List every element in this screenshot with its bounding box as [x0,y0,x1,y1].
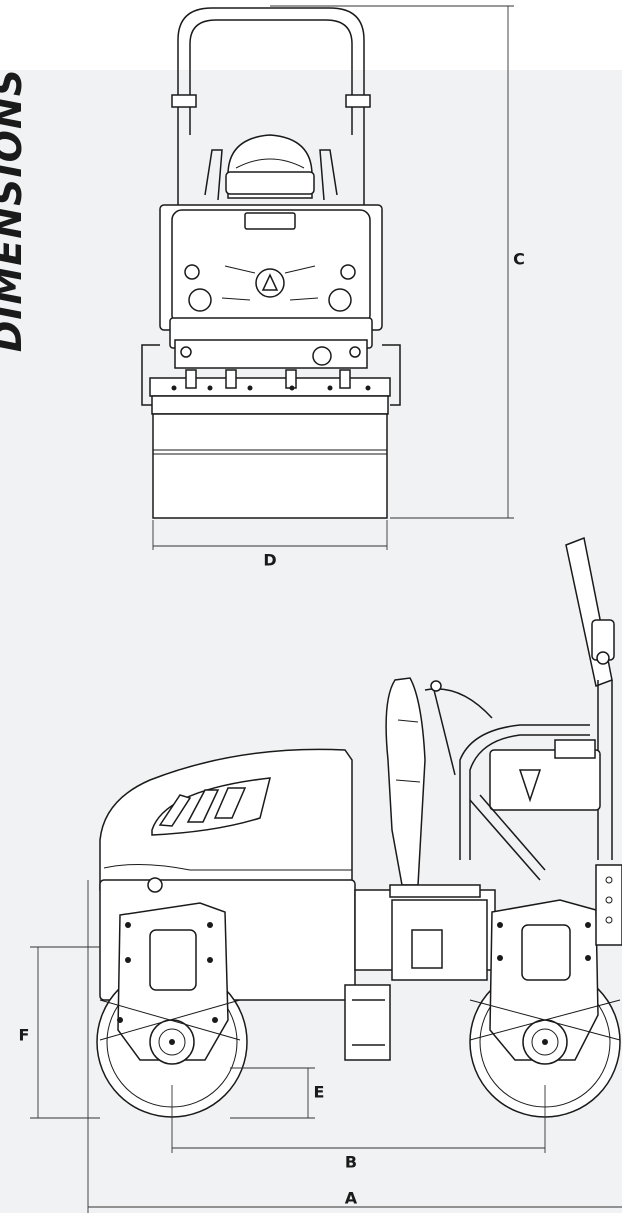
dimension-label-b: B [344,1152,358,1172]
dimension-lines-side [30,880,622,1213]
front-view [141,7,401,519]
dimension-label-e: E [313,1082,325,1102]
side-view [96,536,622,1118]
dimension-lines-front [152,5,514,550]
dimension-label-d: D [263,550,277,570]
dimension-label-f: F [18,1025,30,1045]
dimension-label-a: A [344,1188,358,1208]
dimension-label-c: C [513,249,525,269]
